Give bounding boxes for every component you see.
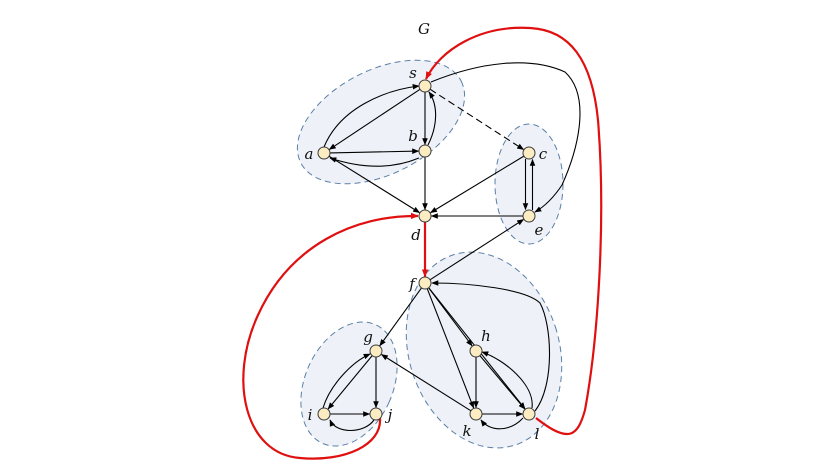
edge-l-to-h xyxy=(481,351,533,409)
node-g: g xyxy=(363,328,383,358)
edge-j-to-i xyxy=(329,419,375,432)
node-label: g xyxy=(363,328,373,346)
edge-c-to-d xyxy=(430,155,525,214)
edge-l-to-k xyxy=(480,417,524,430)
edge-j-to-d xyxy=(242,212,419,460)
node-label: l xyxy=(535,425,540,443)
edge-a-to-b xyxy=(329,148,420,155)
edge-a-to-s xyxy=(323,83,420,148)
node-h: h xyxy=(469,327,491,358)
edge-f-to-e xyxy=(429,219,525,281)
node-label: f xyxy=(408,275,417,293)
edge-l-to-f xyxy=(431,280,551,412)
component-region-ce xyxy=(494,123,564,245)
node-circle xyxy=(369,344,383,358)
edge-f-to-g xyxy=(379,287,422,347)
edge-s-to-e xyxy=(430,62,581,213)
edge-l-to-s xyxy=(425,26,603,436)
node-l: l xyxy=(522,407,540,443)
node-circle xyxy=(522,407,536,421)
node-s: s xyxy=(409,64,432,93)
edge-a-to-d xyxy=(328,155,421,214)
node-circle xyxy=(469,344,483,358)
node-circle xyxy=(418,144,432,158)
edge-s-to-a xyxy=(328,88,421,150)
edge-g-to-i xyxy=(327,355,373,410)
node-label: d xyxy=(411,226,421,244)
node-c: c xyxy=(522,145,548,163)
edge-h-to-l xyxy=(479,355,526,410)
node-k: k xyxy=(462,407,483,440)
node-f: f xyxy=(408,275,432,293)
node-i: i xyxy=(308,406,331,424)
node-circle xyxy=(522,146,536,160)
node-a: a xyxy=(305,145,331,163)
edge-f-to-k xyxy=(426,288,475,409)
node-label: s xyxy=(409,64,417,82)
node-circle xyxy=(418,276,432,290)
component-region-sab xyxy=(296,59,466,185)
node-label: i xyxy=(308,406,313,424)
node-label: b xyxy=(408,127,418,145)
node-circle xyxy=(418,79,432,93)
edge-b-to-a xyxy=(329,157,420,167)
node-label: h xyxy=(481,327,491,345)
node-d: d xyxy=(411,209,432,244)
graph-title: G xyxy=(418,20,430,38)
node-label: c xyxy=(539,145,548,163)
component-region-fhkl xyxy=(405,251,563,449)
edge-k-to-g xyxy=(380,354,472,412)
node-circle xyxy=(522,209,536,223)
node-circle xyxy=(469,407,483,421)
edge-s-to-c xyxy=(429,88,525,150)
edge-b-to-s xyxy=(427,91,437,146)
node-label: k xyxy=(462,422,471,440)
node-label: a xyxy=(305,145,314,163)
node-circle xyxy=(369,407,383,421)
edge-i-to-g xyxy=(322,353,371,409)
edges-layer xyxy=(242,26,603,460)
node-circle xyxy=(317,146,331,160)
node-b: b xyxy=(408,127,432,158)
node-e: e xyxy=(522,209,544,239)
node-circle xyxy=(317,407,331,421)
node-j: j xyxy=(369,406,393,424)
node-label: j xyxy=(385,406,393,424)
node-circle xyxy=(418,209,432,223)
nodes-layer: s a b c d e f g h i j k l xyxy=(305,64,548,443)
node-label: e xyxy=(535,221,544,239)
